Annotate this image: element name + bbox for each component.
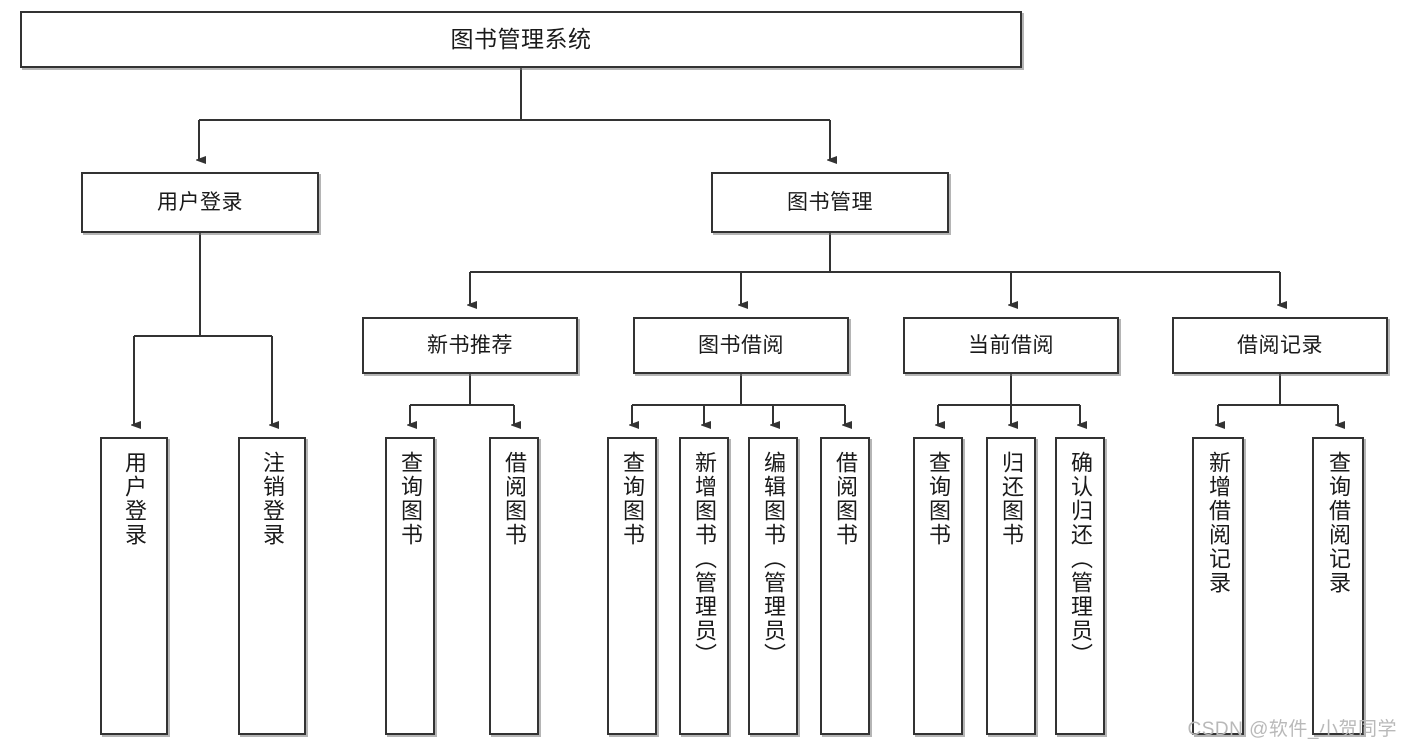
- node-root[interactable]: 图书管理系统: [20, 11, 1022, 68]
- node-leaf-add-book[interactable]: 新增图书（管理员）: [679, 437, 729, 735]
- node-leaf-borrow-book-1-label: 借阅图书: [501, 451, 527, 547]
- csdn-watermark: CSDN @软件_小贺同学: [1187, 719, 1397, 740]
- node-leaf-add-record-label: 新增借阅记录: [1205, 451, 1231, 595]
- node-book-borrow[interactable]: 图书借阅: [633, 317, 849, 374]
- node-leaf-add-record[interactable]: 新增借阅记录: [1192, 437, 1244, 735]
- node-book-manage[interactable]: 图书管理: [711, 172, 949, 233]
- node-new-book-rec[interactable]: 新书推荐: [362, 317, 578, 374]
- node-leaf-user-login[interactable]: 用户登录: [100, 437, 168, 735]
- node-new-book-rec-label: 新书推荐: [427, 333, 513, 357]
- node-leaf-edit-book[interactable]: 编辑图书（管理员）: [748, 437, 798, 735]
- node-leaf-query-record[interactable]: 查询借阅记录: [1312, 437, 1364, 735]
- node-leaf-borrow-book-1[interactable]: 借阅图书: [489, 437, 539, 735]
- node-leaf-borrow-book-2[interactable]: 借阅图书: [820, 437, 870, 735]
- node-borrow-record[interactable]: 借阅记录: [1172, 317, 1388, 374]
- node-leaf-confirm-return[interactable]: 确认归还（管理员）: [1055, 437, 1105, 735]
- node-leaf-user-logout[interactable]: 注销登录: [238, 437, 306, 735]
- node-leaf-user-logout-label: 注销登录: [259, 451, 285, 547]
- node-current-borrow-label: 当前借阅: [968, 333, 1054, 357]
- node-leaf-borrow-book-2-label: 借阅图书: [832, 451, 858, 547]
- node-leaf-edit-book-label: 编辑图书（管理员）: [760, 451, 786, 667]
- node-leaf-query-book-1-label: 查询图书: [397, 451, 423, 547]
- node-leaf-return-book[interactable]: 归还图书: [986, 437, 1036, 735]
- node-leaf-query-book-2[interactable]: 查询图书: [607, 437, 657, 735]
- node-leaf-add-book-label: 新增图书（管理员）: [691, 451, 717, 667]
- node-leaf-query-book-1[interactable]: 查询图书: [385, 437, 435, 735]
- node-book-manage-label: 图书管理: [787, 190, 873, 214]
- node-borrow-record-label: 借阅记录: [1237, 333, 1323, 357]
- node-user-login[interactable]: 用户登录: [81, 172, 319, 233]
- node-leaf-confirm-return-label: 确认归还（管理员）: [1067, 451, 1093, 667]
- node-book-borrow-label: 图书借阅: [698, 333, 784, 357]
- node-current-borrow[interactable]: 当前借阅: [903, 317, 1119, 374]
- node-leaf-query-record-label: 查询借阅记录: [1325, 451, 1351, 595]
- node-leaf-query-book-3[interactable]: 查询图书: [913, 437, 963, 735]
- node-leaf-return-book-label: 归还图书: [998, 451, 1024, 547]
- node-leaf-query-book-2-label: 查询图书: [619, 451, 645, 547]
- node-leaf-query-book-3-label: 查询图书: [925, 451, 951, 547]
- node-leaf-user-login-label: 用户登录: [121, 451, 147, 547]
- node-root-label: 图书管理系统: [450, 26, 592, 53]
- node-user-login-label: 用户登录: [157, 190, 243, 214]
